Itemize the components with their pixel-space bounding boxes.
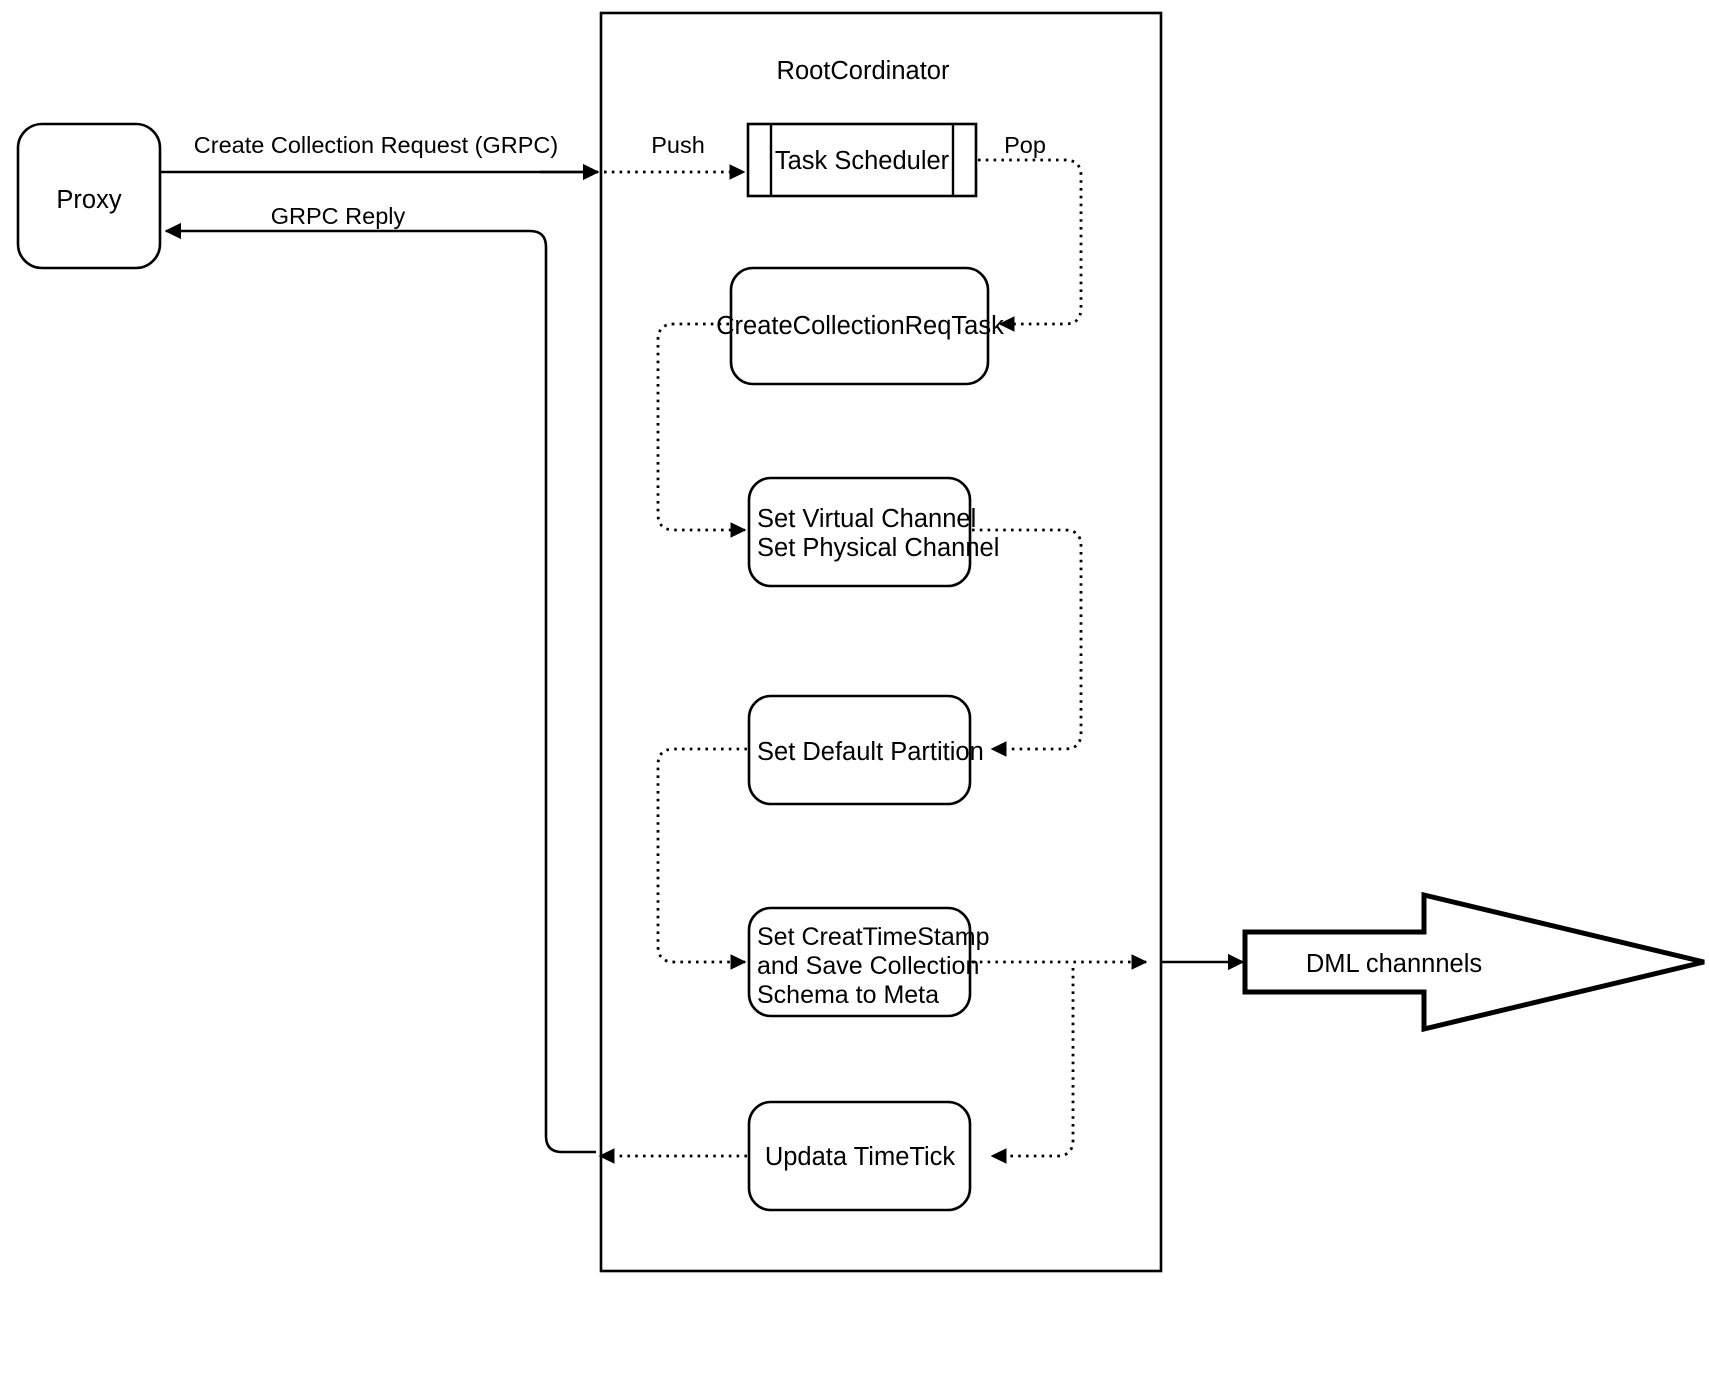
set-creat-timestamp-label-line1: Set CreatTimeStamp <box>757 923 989 951</box>
edge-pop <box>978 158 1083 332</box>
set-channels-node[interactable] <box>747 476 972 588</box>
update-timetick-node[interactable] <box>747 1100 972 1212</box>
dml-channels-label: DML channnels <box>1306 950 1482 978</box>
task-scheduler-node[interactable] <box>746 122 978 198</box>
edge-label-push: Push <box>651 132 705 158</box>
edge-label-create-collection-request: Create Collection Request (GRPC) <box>194 132 558 158</box>
set-channels-label-line1: Set Virtual Channel <box>757 505 976 533</box>
edge-task-to-set-channels <box>656 322 747 538</box>
edge-default-partition-to-creat-timestamp <box>656 747 747 970</box>
edge-label-grpc-reply: GRPC Reply <box>271 203 406 229</box>
set-creat-timestamp-label-line2: and Save Collection <box>757 952 979 980</box>
set-channels-label-line2: Set Physical Channel <box>757 534 999 562</box>
set-default-partition-label: Set Default Partition <box>757 738 984 766</box>
edge-creat-timestamp-to-update-timetick <box>990 968 1075 1164</box>
create-collection-req-task-node[interactable] <box>729 266 990 386</box>
rootcordinator-container <box>599 11 1163 1273</box>
proxy-node-label: Proxy <box>56 186 121 214</box>
create-collection-req-task-label: CreateCollectionReqTask <box>716 312 1004 340</box>
set-creat-timestamp-label-line3: Schema to Meta <box>757 981 939 1009</box>
edge-label-pop: Pop <box>1004 132 1046 158</box>
edge-set-channels-to-default-partition <box>972 528 1083 757</box>
dml-channels-arrow[interactable] <box>1242 891 1705 1033</box>
rootcordinator-title: RootCordinator <box>777 57 950 85</box>
set-default-partition-node[interactable] <box>747 694 972 806</box>
proxy-node[interactable] <box>16 122 162 270</box>
update-timetick-label: Updata TimeTick <box>765 1143 956 1171</box>
task-scheduler-label: Task Scheduler <box>775 147 950 175</box>
set-creat-timestamp-node[interactable] <box>747 906 972 1018</box>
edge-grpc-reply <box>164 222 596 1154</box>
